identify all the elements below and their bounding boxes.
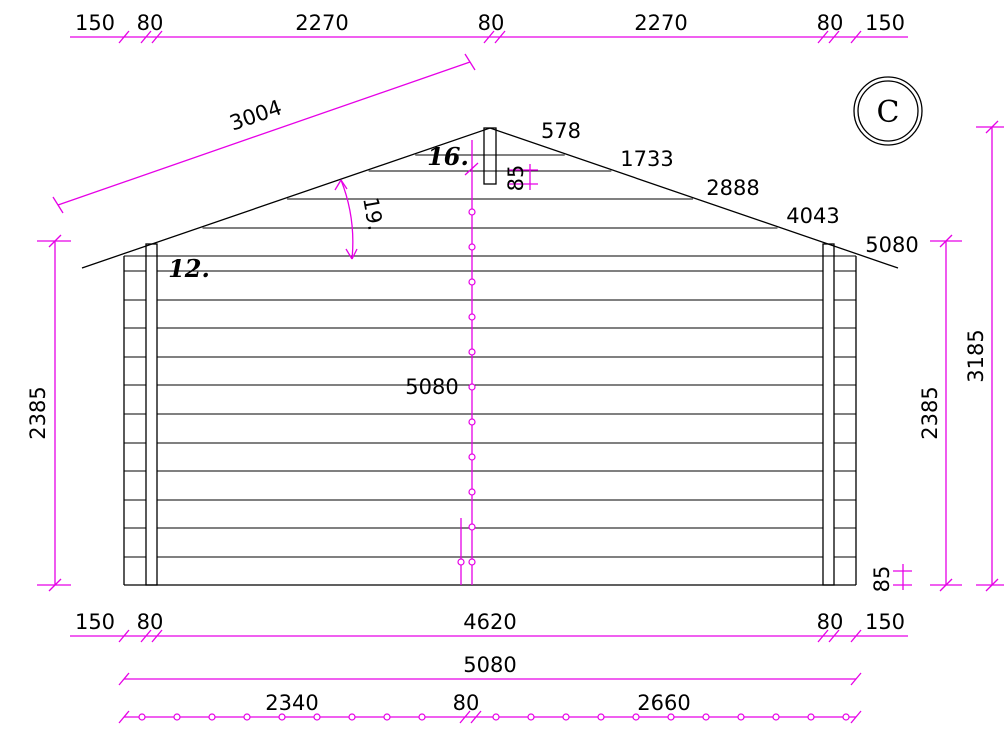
- bottom-dimension-chain-3: 2340 80 2660: [118, 691, 862, 724]
- chain-dot: [702, 713, 710, 721]
- side-piece-label: 12.: [168, 254, 210, 283]
- total-height-dimension: 3185: [964, 120, 1004, 592]
- bottom-dim-4: 80: [817, 610, 844, 634]
- centerline-dot: [457, 558, 465, 566]
- ridge-piece-label: 16.: [427, 142, 469, 171]
- ridge-post: [483, 127, 497, 185]
- chain-dot: [492, 713, 500, 721]
- chain-dot: [842, 713, 850, 721]
- centerline-dot: [468, 383, 476, 391]
- top-dim-3: 2270: [295, 11, 348, 35]
- chain-dot: [173, 713, 181, 721]
- chain-dot: [383, 713, 391, 721]
- top-dim-5: 2270: [634, 11, 687, 35]
- left-corner-post: [145, 243, 158, 586]
- chain-dot: [632, 713, 640, 721]
- right-corner-post: [822, 243, 835, 586]
- centerline-dot: [468, 523, 476, 531]
- chain-dot: [527, 713, 535, 721]
- total-height-dim: 3185: [964, 329, 988, 382]
- ridge-post-dimension: 85: [504, 164, 538, 191]
- chain-dot: [772, 713, 780, 721]
- centerline-dot: [468, 313, 476, 321]
- bottom-dim-1: 150: [75, 610, 115, 634]
- log-courses: [124, 154, 856, 558]
- bottom-total-dim: 5080: [463, 653, 516, 677]
- roof-angle-label: 19.: [358, 195, 387, 232]
- bottom-dim-80: 80: [453, 691, 480, 715]
- chain-dot: [278, 713, 286, 721]
- top-dimension-chain: 150 80 2270 80 2270 80 150: [70, 11, 908, 44]
- bottom-dim-2660: 2660: [637, 691, 690, 715]
- bottom-small-dim: 85: [870, 566, 894, 593]
- chain-dot: [138, 713, 146, 721]
- center-dim: 5080: [405, 375, 458, 399]
- centerline-dot: [468, 558, 476, 566]
- chain-dot: [418, 713, 426, 721]
- bottom-dimension-chain-1: 150 80 4620 80 150: [70, 610, 908, 643]
- right-height-dimension: 2385: [918, 234, 962, 592]
- bottom-dim-2340: 2340: [265, 691, 318, 715]
- roof-outline: [81, 127, 899, 269]
- centerline-dot: [468, 488, 476, 496]
- right-height-dim: 2385: [918, 386, 942, 439]
- bottom-dim-3: 4620: [463, 610, 516, 634]
- roof-angle: 19.: [334, 179, 388, 260]
- chain-dot: [597, 713, 605, 721]
- bottom-small-dimension: 85: [870, 564, 912, 592]
- ridge-post-dim: 85: [504, 165, 528, 192]
- chain-dot: [667, 713, 675, 721]
- centerline-dot: [468, 453, 476, 461]
- top-dim-7: 150: [865, 11, 905, 35]
- chain-dot: [348, 713, 356, 721]
- left-height-dim: 2385: [26, 386, 50, 439]
- centerline-dot: [468, 418, 476, 426]
- chain-dot: [562, 713, 570, 721]
- chain-dot: [208, 713, 216, 721]
- top-dim-6: 80: [817, 11, 844, 35]
- centerline-dot: [468, 348, 476, 356]
- chain-dot: [243, 713, 251, 721]
- bottom-dimension-total: 5080: [118, 653, 862, 686]
- top-dim-1: 150: [75, 11, 115, 35]
- centerline-dot: [468, 278, 476, 286]
- bottom-dim-2: 80: [137, 610, 164, 634]
- roof-mark-1: 578: [541, 119, 581, 143]
- center-dimension-line: [457, 140, 479, 585]
- view-label: C: [853, 76, 923, 146]
- roof-mark-3: 2888: [706, 176, 759, 200]
- top-dim-2: 80: [137, 11, 164, 35]
- centerline-dot: [468, 243, 476, 251]
- bottom-dim-5: 150: [865, 610, 905, 634]
- view-label-text: C: [877, 95, 900, 130]
- chain-dot: [807, 713, 815, 721]
- roof-mark-2: 1733: [620, 147, 673, 171]
- roof-mark-4: 4043: [786, 204, 839, 228]
- chain-dot: [313, 713, 321, 721]
- top-dim-4: 80: [478, 11, 505, 35]
- centerline-dot: [468, 208, 476, 216]
- building-outline: [81, 127, 899, 586]
- roof-slope-dimension: 3004: [52, 53, 476, 214]
- chain-dot: [737, 713, 745, 721]
- left-height-dimension: 2385: [26, 234, 71, 592]
- roof-mark-5: 5080: [865, 233, 918, 257]
